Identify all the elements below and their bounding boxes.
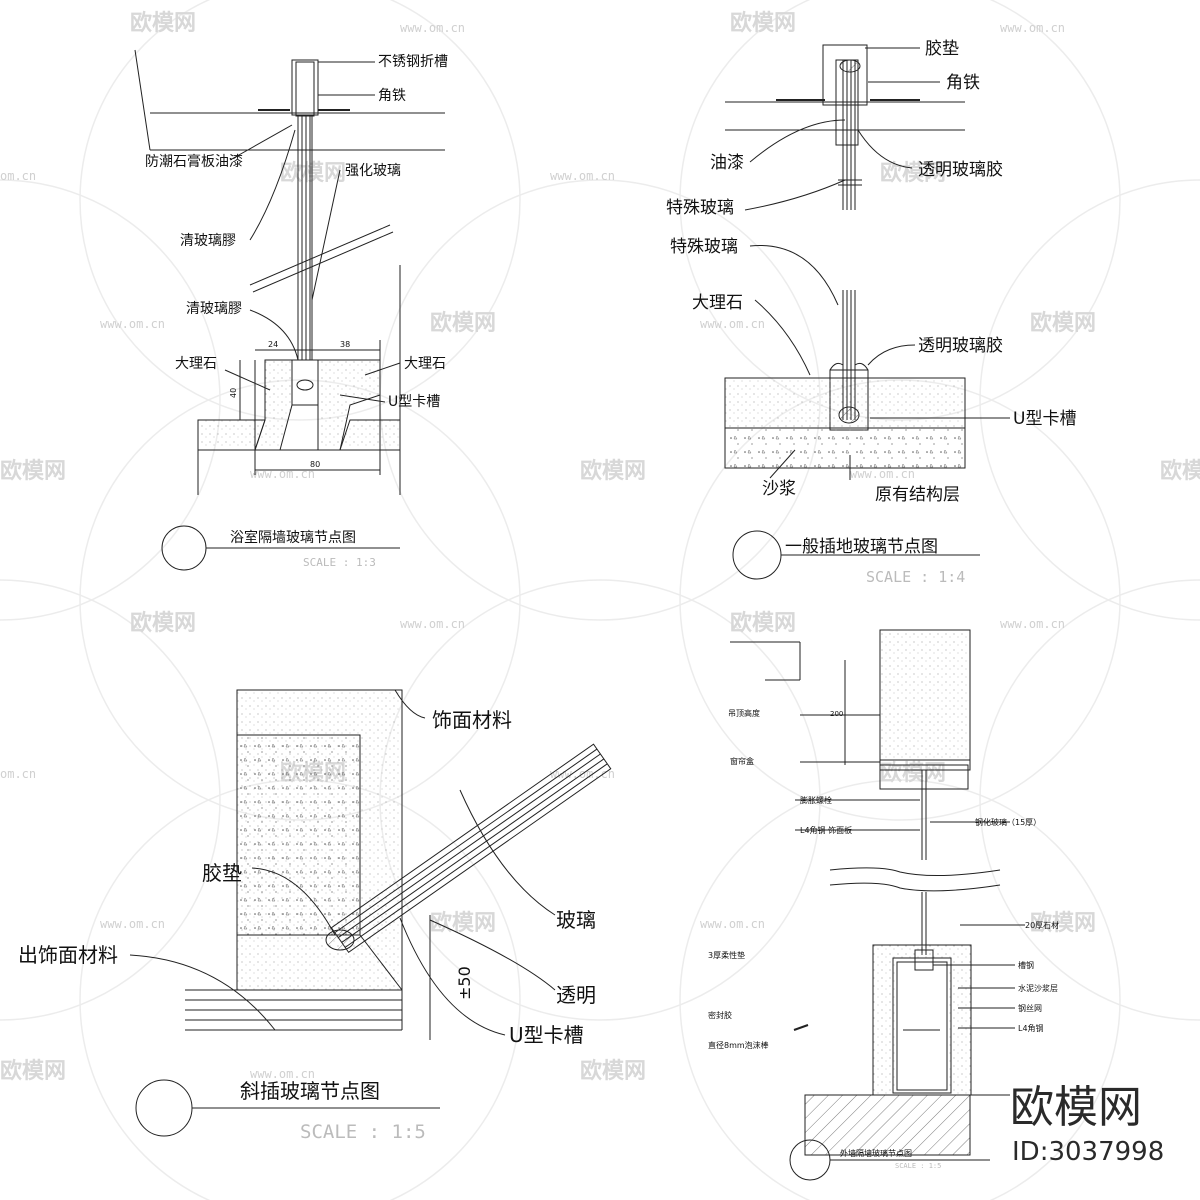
label-angle: 角铁	[946, 73, 980, 93]
svg-text:www.om.cn: www.om.cn	[250, 1067, 315, 1081]
svg-text:欧模网: 欧模网	[1160, 458, 1200, 484]
svg-text:欧模网: 欧模网	[580, 1058, 646, 1084]
label-channel: 槽钢	[1018, 960, 1034, 970]
svg-text:欧模网: 欧模网	[880, 760, 946, 786]
label-angle: 角铁	[378, 88, 406, 104]
svg-text:www.om.cn: www.om.cn	[250, 467, 315, 481]
svg-text:欧模网: 欧模网	[0, 1058, 66, 1084]
dim-24: 24	[268, 340, 278, 349]
brand-id: ID:3037998	[1012, 1137, 1164, 1167]
svg-text:欧模网: 欧模网	[430, 910, 496, 936]
dim-38: 38	[340, 340, 350, 349]
svg-text:欧模网: 欧模网	[1030, 910, 1096, 936]
panel2-floor-glass	[724, 44, 1010, 580]
panel4-scale: SCALE : 1:5	[895, 1162, 941, 1170]
svg-text:www.om.cn: www.om.cn	[700, 917, 765, 931]
svg-text:欧模网: 欧模网	[0, 458, 66, 484]
panel1-scale: SCALE : 1:3	[303, 556, 376, 569]
label-l4: L4角钢	[1018, 1023, 1044, 1033]
label-mortar: 沙浆	[762, 479, 796, 499]
label-structure: 原有结构层	[875, 485, 960, 505]
label-curtain-box: 窗帘盒	[730, 756, 754, 766]
panel2-labels: 胶垫 角铁 油漆 透明玻璃胶 特殊玻璃 特殊玻璃 大理石 透明玻璃胶 U型卡槽 …	[666, 39, 1076, 586]
svg-text:www.om.cn: www.om.cn	[400, 617, 465, 631]
dim-80: 80	[310, 460, 320, 469]
label-marble-right: 大理石	[404, 356, 446, 372]
dim-200: 200	[830, 710, 843, 718]
label-gasket: 胶垫	[202, 861, 242, 885]
label-special-glass-1: 特殊玻璃	[666, 198, 734, 218]
svg-text:欧模网: 欧模网	[730, 10, 796, 36]
label-marble-left: 大理石	[175, 356, 217, 372]
label-clear-glue-2: 透明玻璃胶	[918, 336, 1003, 356]
panel1-labels: 不锈钢折槽 角铁 防潮石膏板油漆 强化玻璃 清玻璃膠 清玻璃膠 大理石 大理石 …	[145, 54, 448, 569]
label-sealant: 密封胶	[708, 1010, 732, 1020]
svg-text:欧模网: 欧模网	[430, 310, 496, 336]
panel2-title: 一般插地玻璃节点图	[785, 537, 938, 557]
label-clear-glue-1: 清玻璃膠	[180, 232, 236, 249]
label-finish-out: 出饰面材料	[18, 943, 118, 967]
svg-text:om.cn: om.cn	[0, 767, 36, 781]
panel3-scale: SCALE : 1:5	[300, 1121, 426, 1143]
svg-text:欧模网: 欧模网	[580, 458, 646, 484]
label-pad: 3厚柔性垫	[708, 950, 745, 960]
label-l4-trim: L4角钢 饰面板	[800, 825, 852, 835]
svg-text:欧模网: 欧模网	[730, 610, 796, 636]
panel4-labels: 吊顶高度 窗帘盒 膨胀螺栓 L4角钢 饰面板 钢化玻璃（15厚） 20厚石材 3…	[708, 708, 1059, 1170]
label-ceiling-height: 吊顶高度	[728, 708, 760, 718]
svg-text:欧模网: 欧模网	[1030, 310, 1096, 336]
label-u-slot: U型卡槽	[388, 394, 440, 410]
label-mortar: 水泥沙浆层	[1018, 983, 1058, 993]
svg-text:www.om.cn: www.om.cn	[400, 21, 465, 35]
label-u-slot: U型卡槽	[1013, 409, 1076, 429]
svg-text:om.cn: om.cn	[0, 169, 36, 183]
svg-text:欧模网: 欧模网	[280, 160, 346, 186]
panel4-title: 外墙隔墙玻璃节点图	[840, 1148, 912, 1158]
label-tempered-glass: 强化玻璃	[345, 162, 401, 179]
label-stone: 20厚石材	[1025, 920, 1059, 930]
label-gypsum: 防潮石膏板油漆	[145, 153, 243, 170]
label-mesh: 钢丝网	[1018, 1003, 1042, 1013]
label-finish: 饰面材料	[432, 708, 512, 732]
label-paint: 油漆	[710, 153, 744, 173]
label-special-glass-2: 特殊玻璃	[670, 237, 738, 257]
panel1-bathroom-partition	[134, 49, 445, 571]
label-glass: 玻璃	[556, 908, 596, 932]
label-clear-glue-2: 清玻璃膠	[186, 300, 242, 317]
watermark-text: 欧模网 欧模网 欧模网 欧模网 欧模网 欧模网 欧模网 欧模网 欧模网 欧模网 …	[0, 10, 1200, 1084]
panel2-scale: SCALE : 1:4	[866, 568, 965, 586]
brand-corner: 欧模网 ID:3037998	[1010, 1082, 1164, 1167]
panel1-title: 浴室隔墙玻璃节点图	[230, 529, 356, 546]
svg-text:www.om.cn: www.om.cn	[100, 317, 165, 331]
svg-text:www.om.cn: www.om.cn	[700, 317, 765, 331]
dim-40: 40	[229, 388, 238, 398]
svg-text:欧模网: 欧模网	[130, 610, 196, 636]
label-u-slot: U型卡槽	[509, 1023, 584, 1047]
svg-text:www.om.cn: www.om.cn	[550, 169, 615, 183]
label-clear-glue-1: 透明玻璃胶	[918, 160, 1003, 180]
svg-text:www.om.cn: www.om.cn	[1000, 21, 1065, 35]
label-foam-rod: 直径8mm泡沫棒	[708, 1040, 769, 1050]
svg-text:www.om.cn: www.om.cn	[850, 467, 915, 481]
brand-name: 欧模网	[1010, 1082, 1142, 1133]
label-clear: 透明	[556, 983, 596, 1007]
label-groove: 不锈钢折槽	[378, 54, 448, 70]
label-gasket: 胶垫	[925, 39, 959, 59]
label-tempered-glass: 钢化玻璃（15厚）	[975, 817, 1041, 827]
dim-pm50: ±50	[455, 966, 474, 1000]
panel3-title: 斜插玻璃节点图	[240, 1079, 380, 1103]
label-marble: 大理石	[692, 293, 743, 313]
panel4-exterior-wall-glass	[730, 629, 1025, 1181]
svg-text:www.om.cn: www.om.cn	[1000, 617, 1065, 631]
panel3-angled-glass	[129, 689, 612, 1137]
svg-text:欧模网: 欧模网	[880, 160, 946, 186]
svg-text:www.om.cn: www.om.cn	[100, 917, 165, 931]
svg-text:欧模网: 欧模网	[130, 10, 196, 36]
panel3-labels: 饰面材料 胶垫 出饰面材料 玻璃 透明 U型卡槽 ±50 斜插玻璃节点图 SCA…	[18, 708, 596, 1143]
label-expansion-bolt: 膨胀螺栓	[800, 795, 832, 805]
